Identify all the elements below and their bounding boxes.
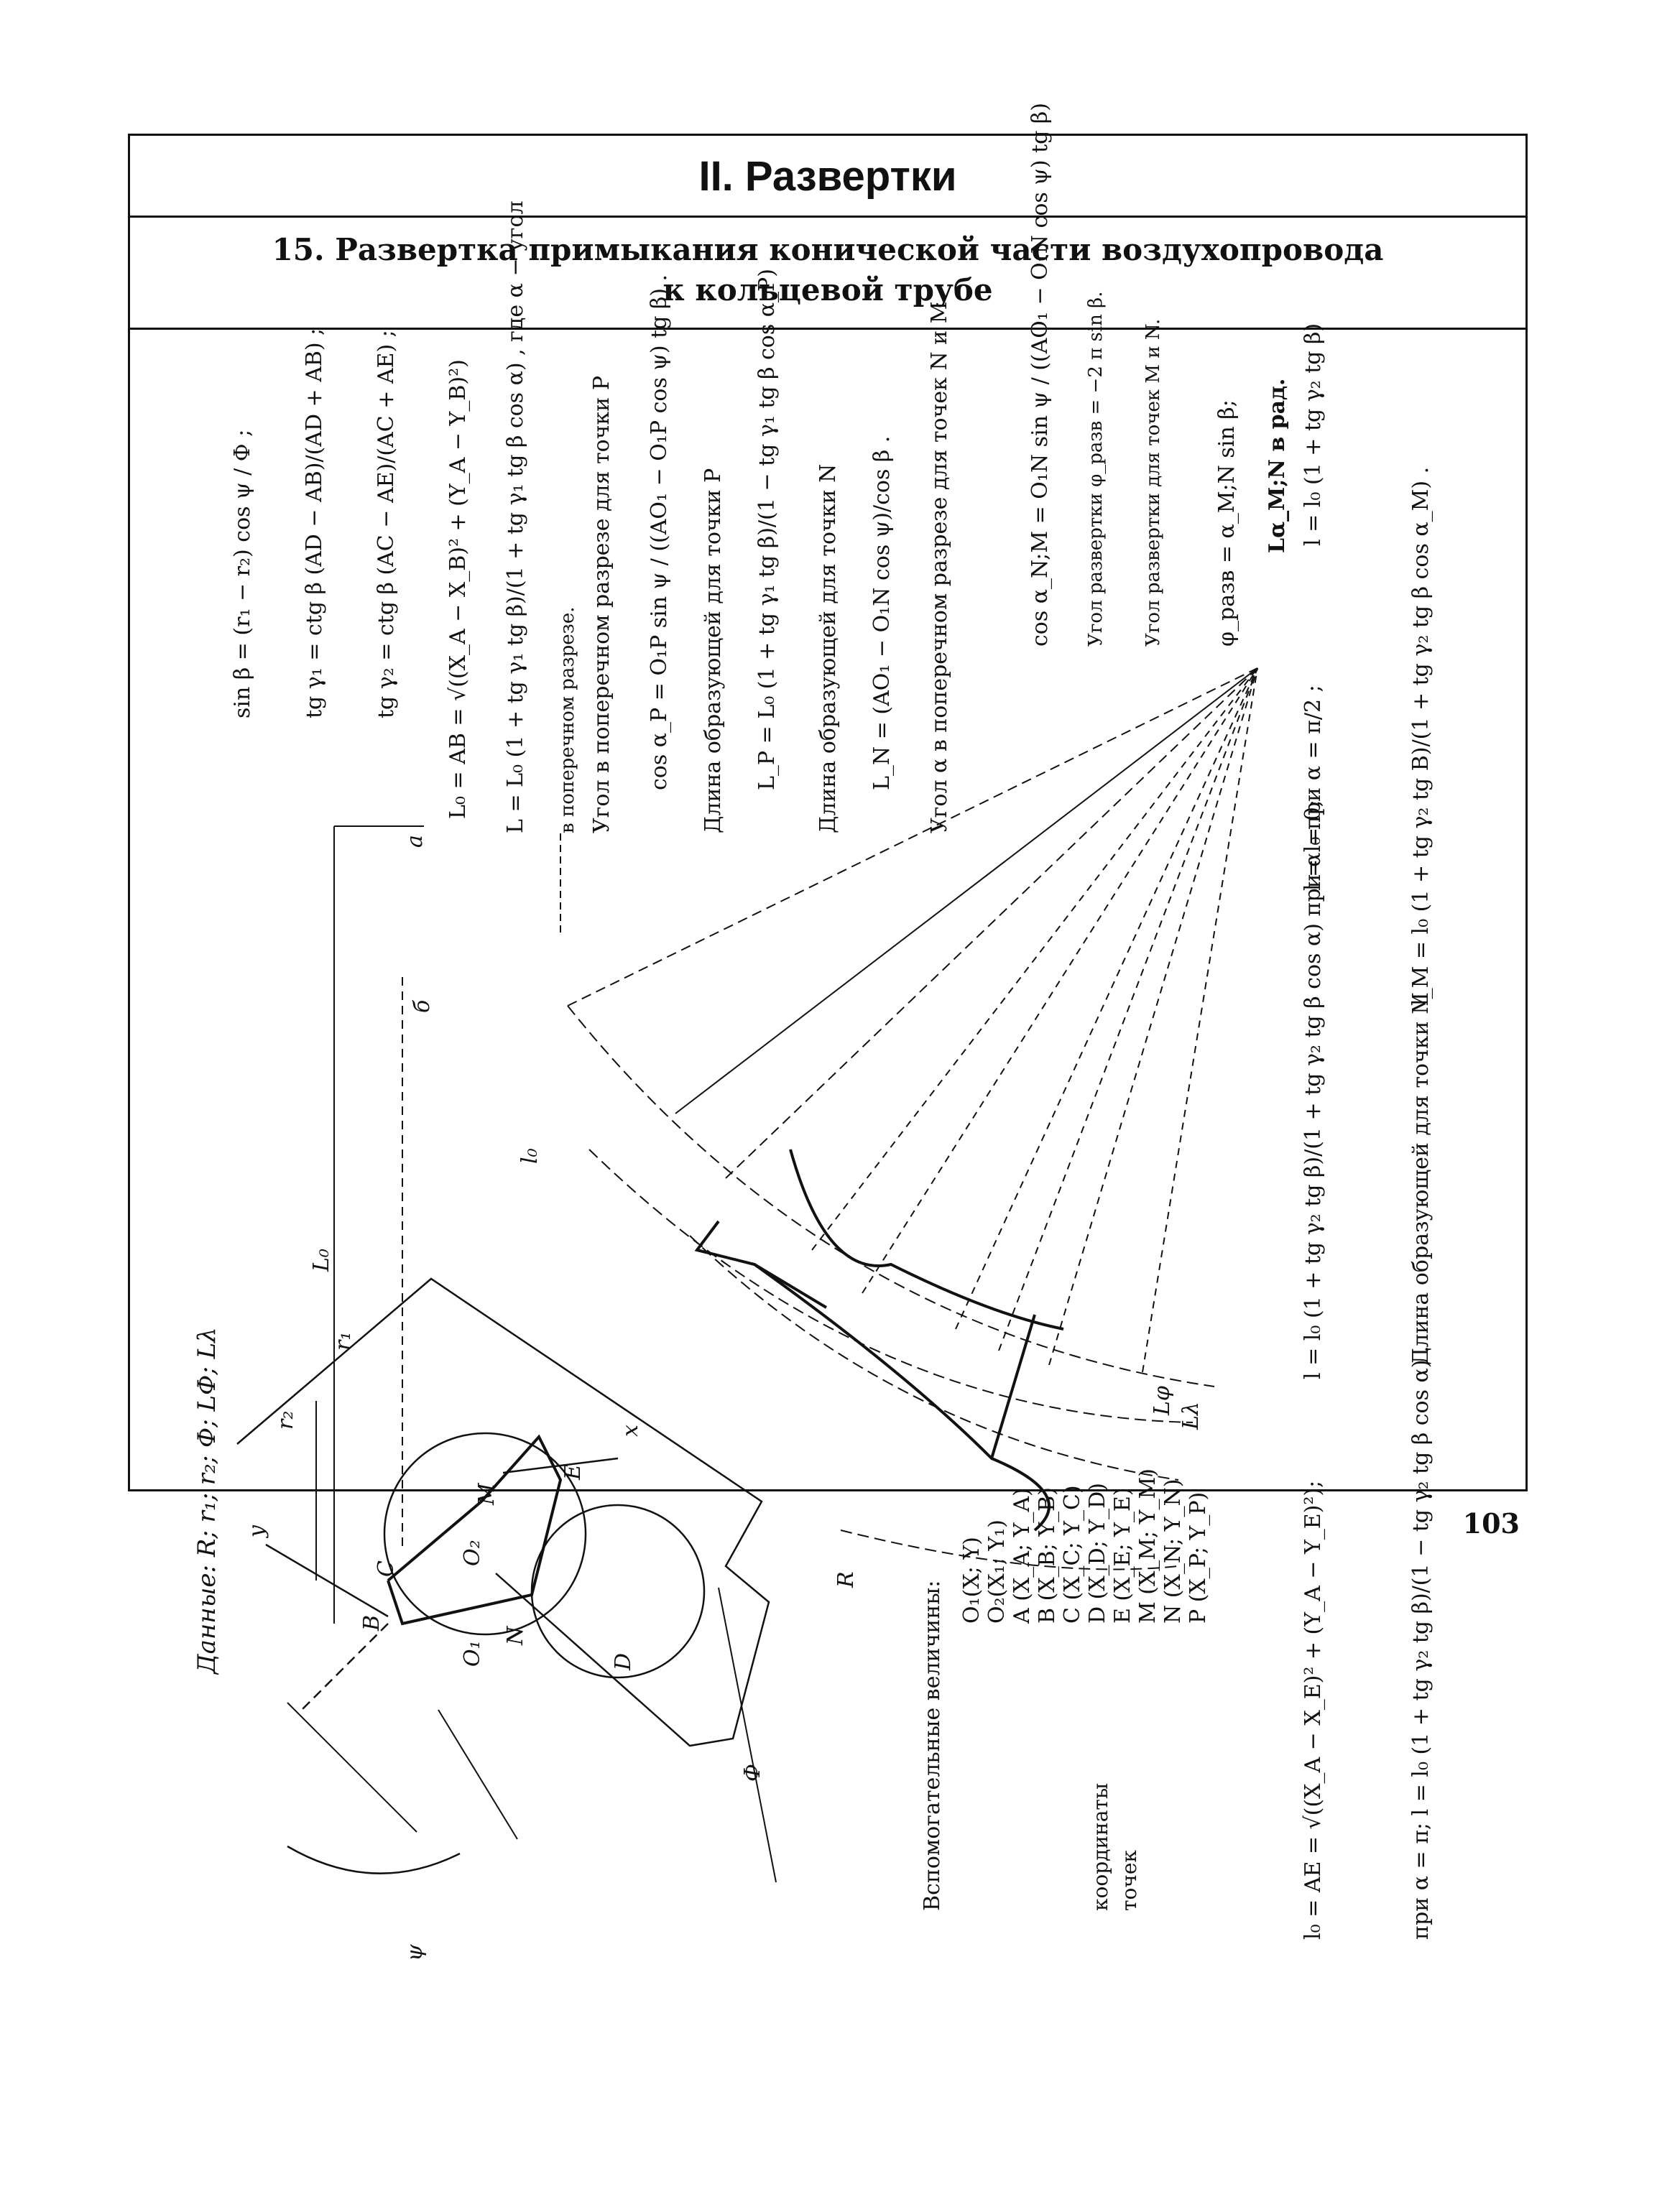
formula-lM: l_M = l₀ (1 + tg γ₂ tg B)/(1 + tg γ₂ tg … [1408, 466, 1434, 1006]
label-y: y [244, 1525, 269, 1537]
formula-tg-gamma2: tg γ₂ = ctg β (AC − AE)/(AC + AE) ; [374, 330, 399, 718]
formula-tg-gamma1: tg γ₁ = ctg β (AD − AB)/(AD + AB) ; [302, 328, 327, 718]
label-O1: O₁ [460, 1640, 485, 1667]
formula-note-cross: в поперечном разрезе. [557, 606, 578, 833]
aux-item-8: N (X_N; Y_N) [1160, 1478, 1186, 1624]
formula-l-const: l = l₀ (1 + tg γ₂ tg β) [1301, 323, 1326, 546]
formula-cos-alpha-NM: cos α_N;M = O₁N sin ψ / ((AO₁ − O₁N cos … [1028, 103, 1053, 647]
aux-item-7: M (X_M; Y_M) [1135, 1468, 1160, 1624]
subtitle-divider [130, 328, 1525, 330]
formula-L0: L₀ = AB = √((X_A − X_B)² + (Y_A − Y_B)²) [445, 359, 471, 819]
subtitle-line-2: к кольцевой трубе [663, 272, 993, 307]
aux-item-3: B (X_B; Y_B) [1035, 1487, 1060, 1624]
given-data: Данные: R; r₁; r₂; Ф; LФ; Lλ [193, 1327, 221, 1674]
formula-LN: L_N = (AO₁ − O₁N cos ψ)/cos β . [869, 435, 895, 790]
label-O2: O₂ [460, 1540, 485, 1566]
formula-l0-AE: l₀ = AE = √((X_A − X_E)² + (Y_A − Y_E)²)… [1301, 1480, 1326, 1940]
section-title: II. Развертки [698, 152, 957, 200]
aux-item-0: O₁(X; Y) [959, 1537, 984, 1624]
axis-line [301, 1623, 389, 1711]
formula-length-P-label: Длина образующей для точки P [701, 468, 726, 833]
page-frame [128, 134, 1528, 1491]
formula-angle-NM-label: Угол α в поперечном разрезе для точек N … [927, 301, 952, 833]
label-N: N [503, 1626, 528, 1645]
coords-label-1: координаты [1089, 1782, 1112, 1911]
label-D: D [611, 1652, 636, 1670]
label-phi: Ф [740, 1764, 765, 1782]
formula-length-N-label: Длина образующей для точки N [816, 463, 841, 833]
label-Lvar: Lλ [1178, 1402, 1204, 1430]
formula-angle-P-label: Угол в поперечном разрезе для точки P [589, 375, 614, 833]
development-fan [567, 667, 1258, 1570]
label-M: M [474, 1483, 499, 1505]
pipe-outline [236, 1277, 770, 1747]
label-l0-small: l₀ [517, 1148, 543, 1164]
label-E: E [560, 1464, 586, 1480]
formula-l-alpha-pi: при α = π; l = l₀ (1 + tg γ₂ tg β)/(1 − … [1408, 1346, 1434, 1940]
formula-phi-dev-MN: Угол развертки для точек M и N. [1142, 318, 1164, 647]
formula-l-alpha-pi2: l = l₀ при α = π/2 ; [1301, 685, 1326, 891]
label-b: б [410, 999, 435, 1013]
formula-L: L = L₀ (1 + tg γ₁ tg β)/(1 + tg γ₁ tg β … [503, 200, 528, 833]
title-divider [130, 216, 1525, 218]
label-r1: r₁ [331, 1331, 356, 1351]
aux-item-1: O₂(X₁; Y₁) [984, 1519, 1010, 1624]
aux-item-4: C (X_C; Y_C) [1060, 1485, 1085, 1624]
formula-rad-note: Lα_M;N в рад. [1265, 378, 1290, 553]
cross-section-circle-1 [383, 1432, 587, 1636]
label-R: R [834, 1571, 859, 1588]
label-x: x [618, 1425, 643, 1437]
aux-item-2: A (X_A; Y_A) [1010, 1488, 1035, 1624]
coords-label-2: точек [1117, 1850, 1141, 1911]
formula-LP: L_P = L₀ (1 + tg γ₁ tg β)/(1 − tg γ₁ tg … [754, 254, 780, 790]
section-polygon [387, 1434, 563, 1626]
formula-sin-beta: sin β = (r₁ − r₂) cos ψ / Ф ; [230, 429, 255, 718]
y-axis [265, 1543, 389, 1618]
formula-phi-dev-eq: φ_разв = α_M;N sin β; [1214, 399, 1239, 647]
formula-cos-alpha-P: cos α_P = O₁P sin ψ / ((AO₁ − O₁P cos ψ)… [647, 274, 672, 790]
aux-item-6: E (X_E; Y_E) [1110, 1487, 1135, 1624]
x-axis [502, 1457, 619, 1474]
psi-arc [287, 1845, 461, 1874]
label-l0: L₀ [309, 1249, 334, 1272]
dim-R [718, 1587, 777, 1883]
cross-section-circle-2 [530, 1504, 706, 1679]
label-B: B [359, 1614, 384, 1631]
subtitle-line-1: 15. Развертка примыкания конической част… [272, 232, 1384, 267]
subtitle: 15. Развертка примыкания конической част… [130, 220, 1525, 328]
page-number: 103 [1462, 1507, 1520, 1540]
formula-phi-dev: Угол развертки φ_разв = −2 π sin β. [1085, 291, 1107, 647]
aux-item-5: D (X_D; Y_D) [1085, 1483, 1110, 1624]
formula-length-M-label: Длина образующей для точки M [1408, 992, 1434, 1365]
label-C: C [374, 1560, 399, 1577]
label-Lphi: Lφ [1150, 1386, 1175, 1415]
label-psi: ψ [402, 1944, 428, 1961]
label-a: a [402, 835, 428, 848]
label-r2: r₂ [273, 1410, 298, 1430]
auxiliary-label: Вспомогательные величины: [920, 1580, 945, 1911]
aux-item-9: P (X_P; Y_P) [1186, 1491, 1211, 1624]
